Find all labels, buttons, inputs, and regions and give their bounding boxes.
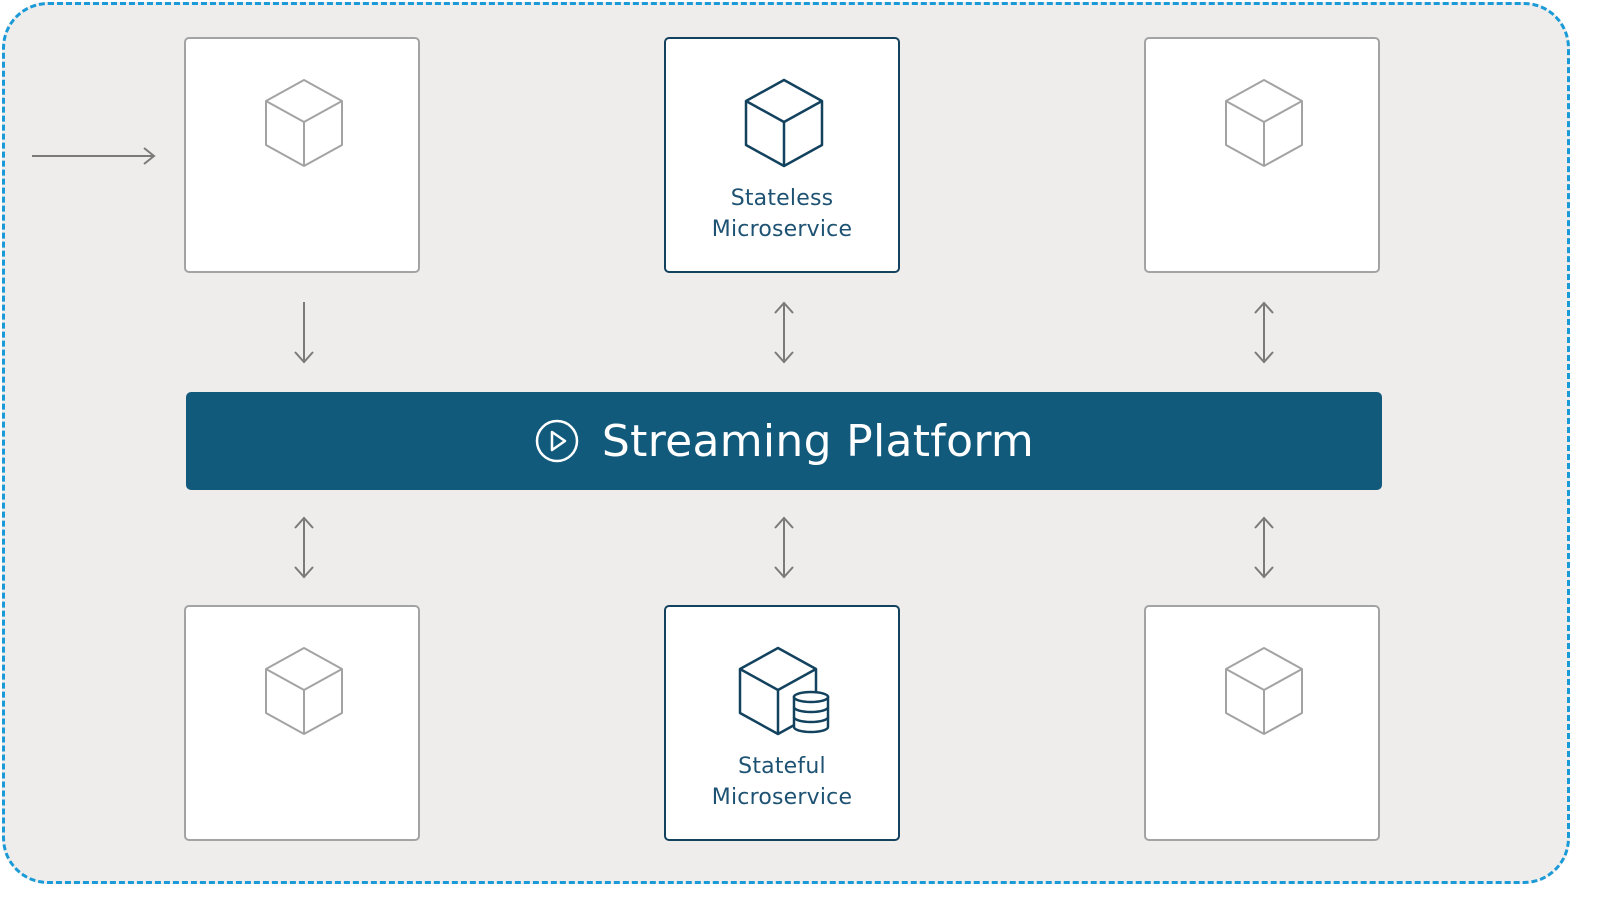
cube-icon (265, 79, 343, 167)
label-line-2: Microservice (711, 217, 853, 242)
microservice-box-top-right[interactable] (1144, 37, 1380, 273)
microservice-box-bottom-left[interactable] (184, 605, 420, 841)
streaming-platform-bar[interactable]: Streaming Platform (186, 392, 1382, 490)
bidirectional-arrow (774, 301, 794, 364)
microservice-box-top-left[interactable] (184, 37, 420, 273)
stateless-microservice-box[interactable]: Stateless Microservice (664, 37, 900, 273)
bidirectional-arrow (774, 516, 794, 579)
label-line-2: Microservice (711, 785, 853, 810)
down-arrow (294, 302, 314, 364)
cube-icon (744, 78, 824, 168)
play-circle-icon (535, 419, 579, 463)
stateless-microservice-label: Stateless Microservice (666, 183, 898, 245)
incoming-arrow (32, 147, 156, 165)
stateful-microservice-label: Stateful Microservice (666, 751, 898, 813)
cube-icon (1225, 647, 1303, 735)
cube-icon (1225, 79, 1303, 167)
label-line-1: Stateful (738, 754, 826, 779)
stateful-microservice-box[interactable]: Stateful Microservice (664, 605, 900, 841)
bidirectional-arrow (1254, 301, 1274, 364)
microservice-box-bottom-right[interactable] (1144, 605, 1380, 841)
cube-database-icon (738, 646, 830, 736)
platform-title: Streaming Platform (601, 415, 1035, 467)
bidirectional-arrow (294, 516, 314, 579)
label-line-1: Stateless (730, 186, 834, 211)
cube-icon (265, 647, 343, 735)
bidirectional-arrow (1254, 516, 1274, 579)
